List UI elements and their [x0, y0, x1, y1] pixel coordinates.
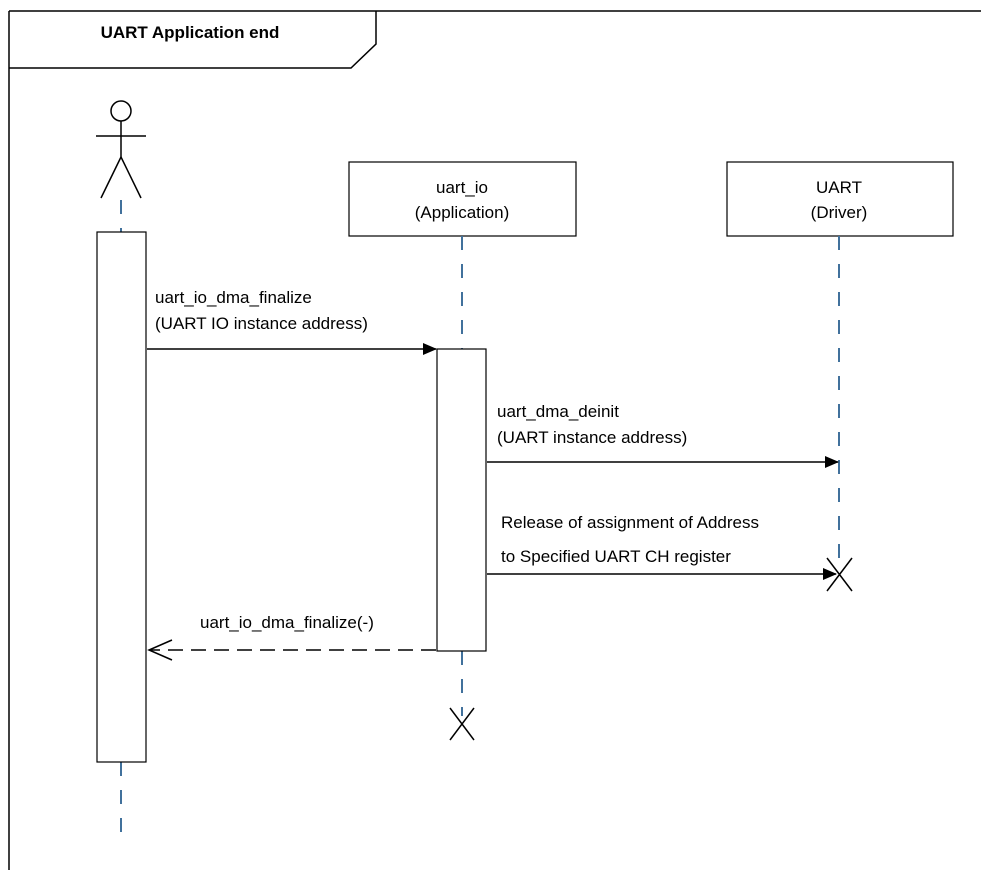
message-label: uart_io_dma_finalize(-) [200, 613, 374, 632]
participant-uart: UART (Driver) [726, 161, 954, 237]
actor-activation-bar [96, 231, 147, 763]
frame-title-tab [9, 11, 377, 69]
uart-destroy-icon [826, 557, 853, 592]
participant-box [726, 161, 954, 237]
actor-stick-figure-icon [96, 100, 146, 199]
uart-io-destroy-icon [449, 707, 475, 741]
message-uart-dma-deinit: uart_dma_deinit (UART instance address) [487, 402, 839, 468]
uart-io-activation-bar [436, 348, 487, 652]
participant-box [348, 161, 577, 237]
participant-role: (Application) [415, 203, 510, 222]
message-label-line2: (UART IO instance address) [155, 314, 368, 333]
participant-uart-io: uart_io (Application) [348, 161, 577, 237]
open-arrowhead-icon [147, 639, 173, 661]
message-release-assignment: Release of assignment of Address to Spec… [487, 513, 837, 580]
message-label-line1: uart_dma_deinit [497, 402, 619, 421]
message-label-line2: to Specified UART CH register [501, 547, 731, 566]
message-label-line1: Release of assignment of Address [501, 513, 759, 532]
participant-role: (Driver) [811, 203, 868, 222]
participant-name: UART [816, 178, 862, 197]
message-uart-io-dma-finalize: uart_io_dma_finalize (UART IO instance a… [147, 288, 437, 355]
frame-title: UART Application end [101, 23, 280, 42]
participant-name: uart_io [436, 178, 488, 197]
message-label-line1: uart_io_dma_finalize [155, 288, 312, 307]
message-label-line2: (UART instance address) [497, 428, 687, 447]
message-return-uart-io-dma-finalize: uart_io_dma_finalize(-) [147, 613, 436, 661]
interaction-frame: UART Application end [8, 10, 981, 870]
